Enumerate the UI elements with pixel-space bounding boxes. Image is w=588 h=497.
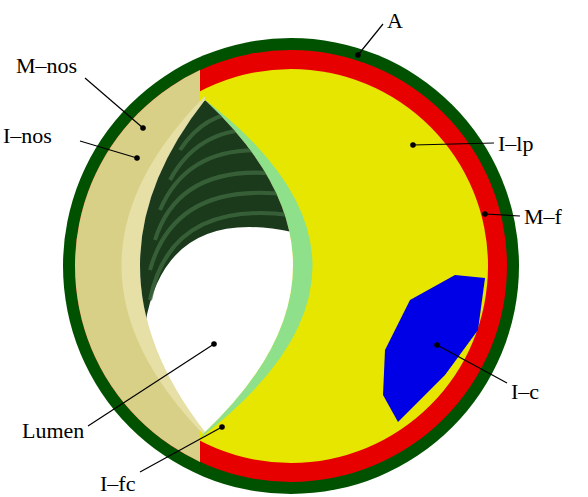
part-label: Lumen: [22, 420, 84, 442]
calcification: [383, 275, 485, 422]
part-label: A: [387, 10, 403, 32]
part-label: M–f: [524, 206, 562, 228]
part-label: I–lp: [498, 133, 533, 155]
part-label: I–c: [511, 381, 539, 403]
media-fibrous: [75, 50, 507, 482]
leader-lines: [80, 24, 520, 472]
part-label: I–fc: [100, 473, 135, 495]
lumen-shading: [114, 100, 293, 325]
media-normal: [75, 50, 200, 482]
part-label: I–nos: [3, 125, 52, 147]
adventitia: [63, 38, 519, 494]
part-label: M–nos: [16, 55, 77, 77]
